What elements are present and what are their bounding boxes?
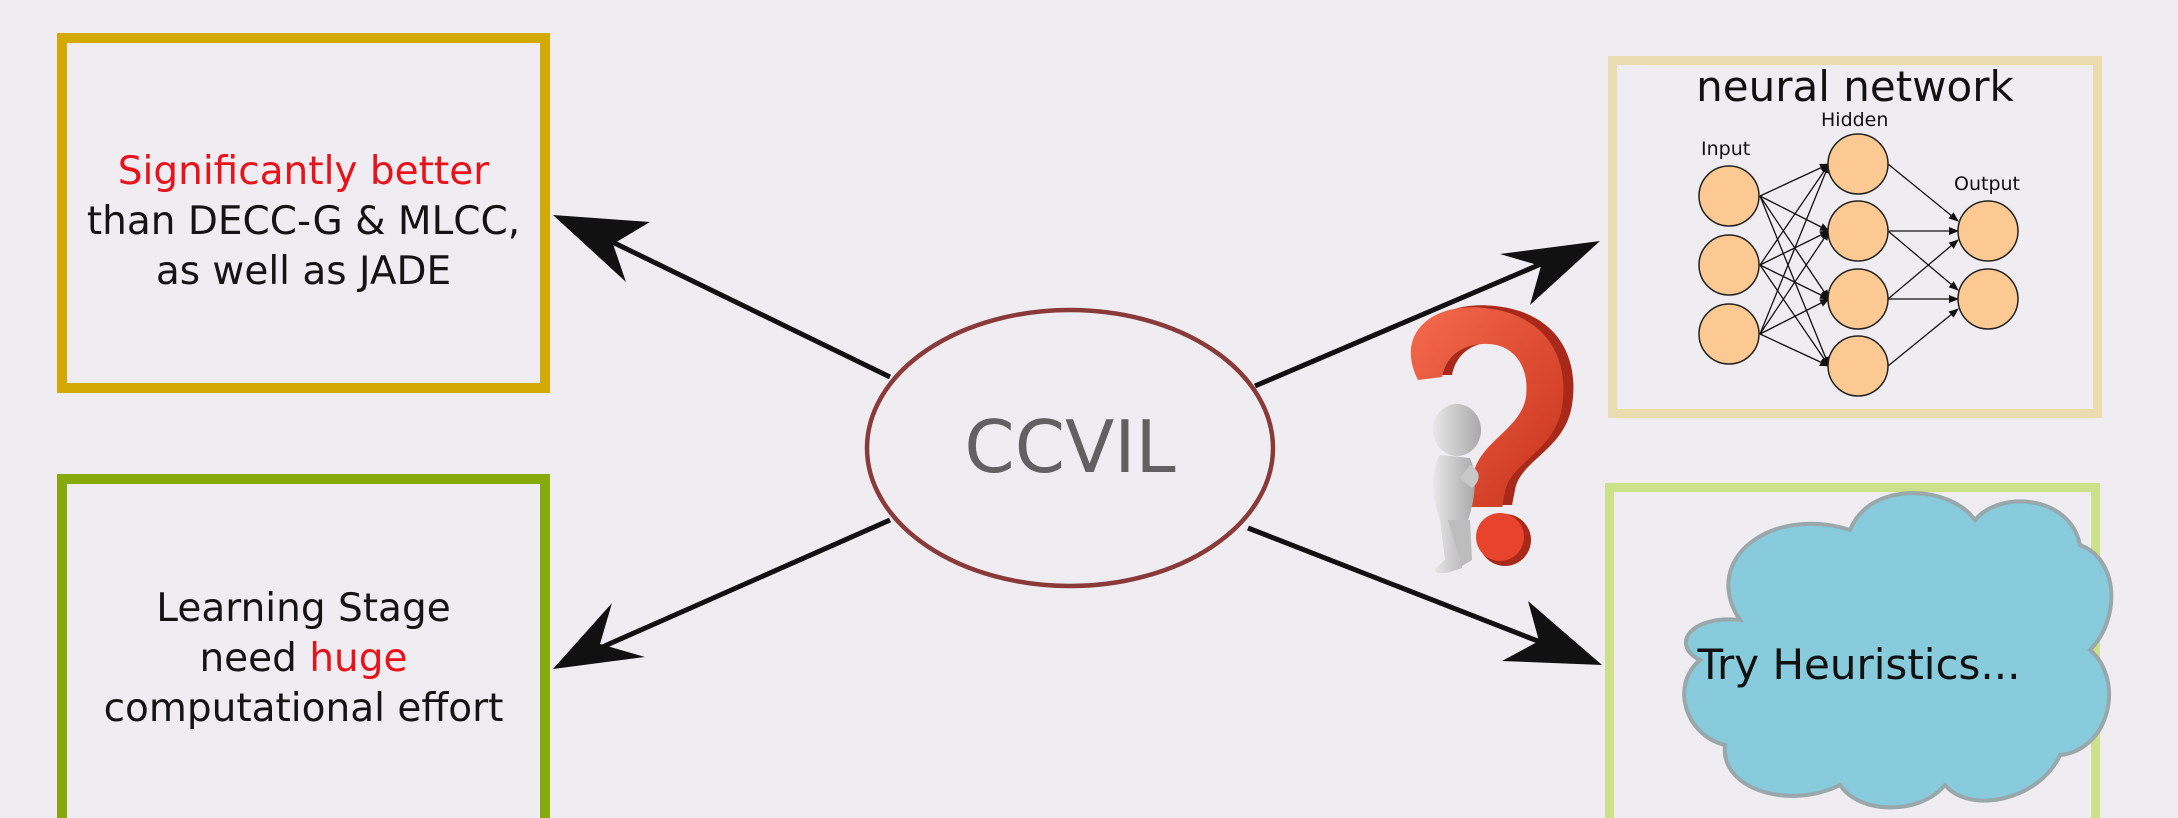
result-line-3: as well as JADE [155,249,452,294]
result-text: Significantly better than DECC-G & MLCC,… [67,147,540,297]
learning-line-2: need huge [67,634,540,684]
heuristics-cloud [1682,491,2114,810]
arrow-to-neural-network [1254,241,1600,389]
result-line-2: than DECC-G & MLCC, [86,199,521,244]
ccvil-ellipse [864,307,1276,589]
question-mark-figure-icon [1410,305,1574,574]
hidden-layer-label: Hidden [1821,109,1888,131]
input-node [1698,234,1760,296]
hidden-node [1827,133,1889,195]
learning-line-3: computational effort [103,686,504,731]
learning-line-1: Learning Stage [156,586,451,631]
result-emphasis-line: Significantly better [117,149,490,194]
learning-stage-text: Learning Stage need huge computational e… [67,584,540,734]
hidden-node [1827,200,1889,262]
neural-network-title: neural network [1696,62,2014,111]
arrow-to-heuristics [1247,525,1602,665]
hidden-node [1827,335,1889,397]
learning-emphasis-word: huge [309,636,408,681]
input-node [1698,303,1760,365]
output-node [1957,268,2019,330]
learning-line-2-prefix: need [199,636,310,681]
result-box: Significantly better than DECC-G & MLCC,… [57,33,550,393]
output-node [1957,200,2019,262]
learning-stage-box: Learning Stage need huge computational e… [57,474,550,818]
heuristics-label: Try Heuristics... [1697,640,2021,689]
input-node [1698,165,1760,227]
arrow-to-results [553,215,892,380]
ccvil-label: CCVIL [964,405,1176,489]
input-layer-label: Input [1701,138,1750,160]
arrow-to-learning-stage [553,517,892,669]
output-layer-label: Output [1954,173,2020,195]
hidden-node [1827,268,1889,330]
neural-network-diagram: Input Hidden Output [1698,109,2020,397]
